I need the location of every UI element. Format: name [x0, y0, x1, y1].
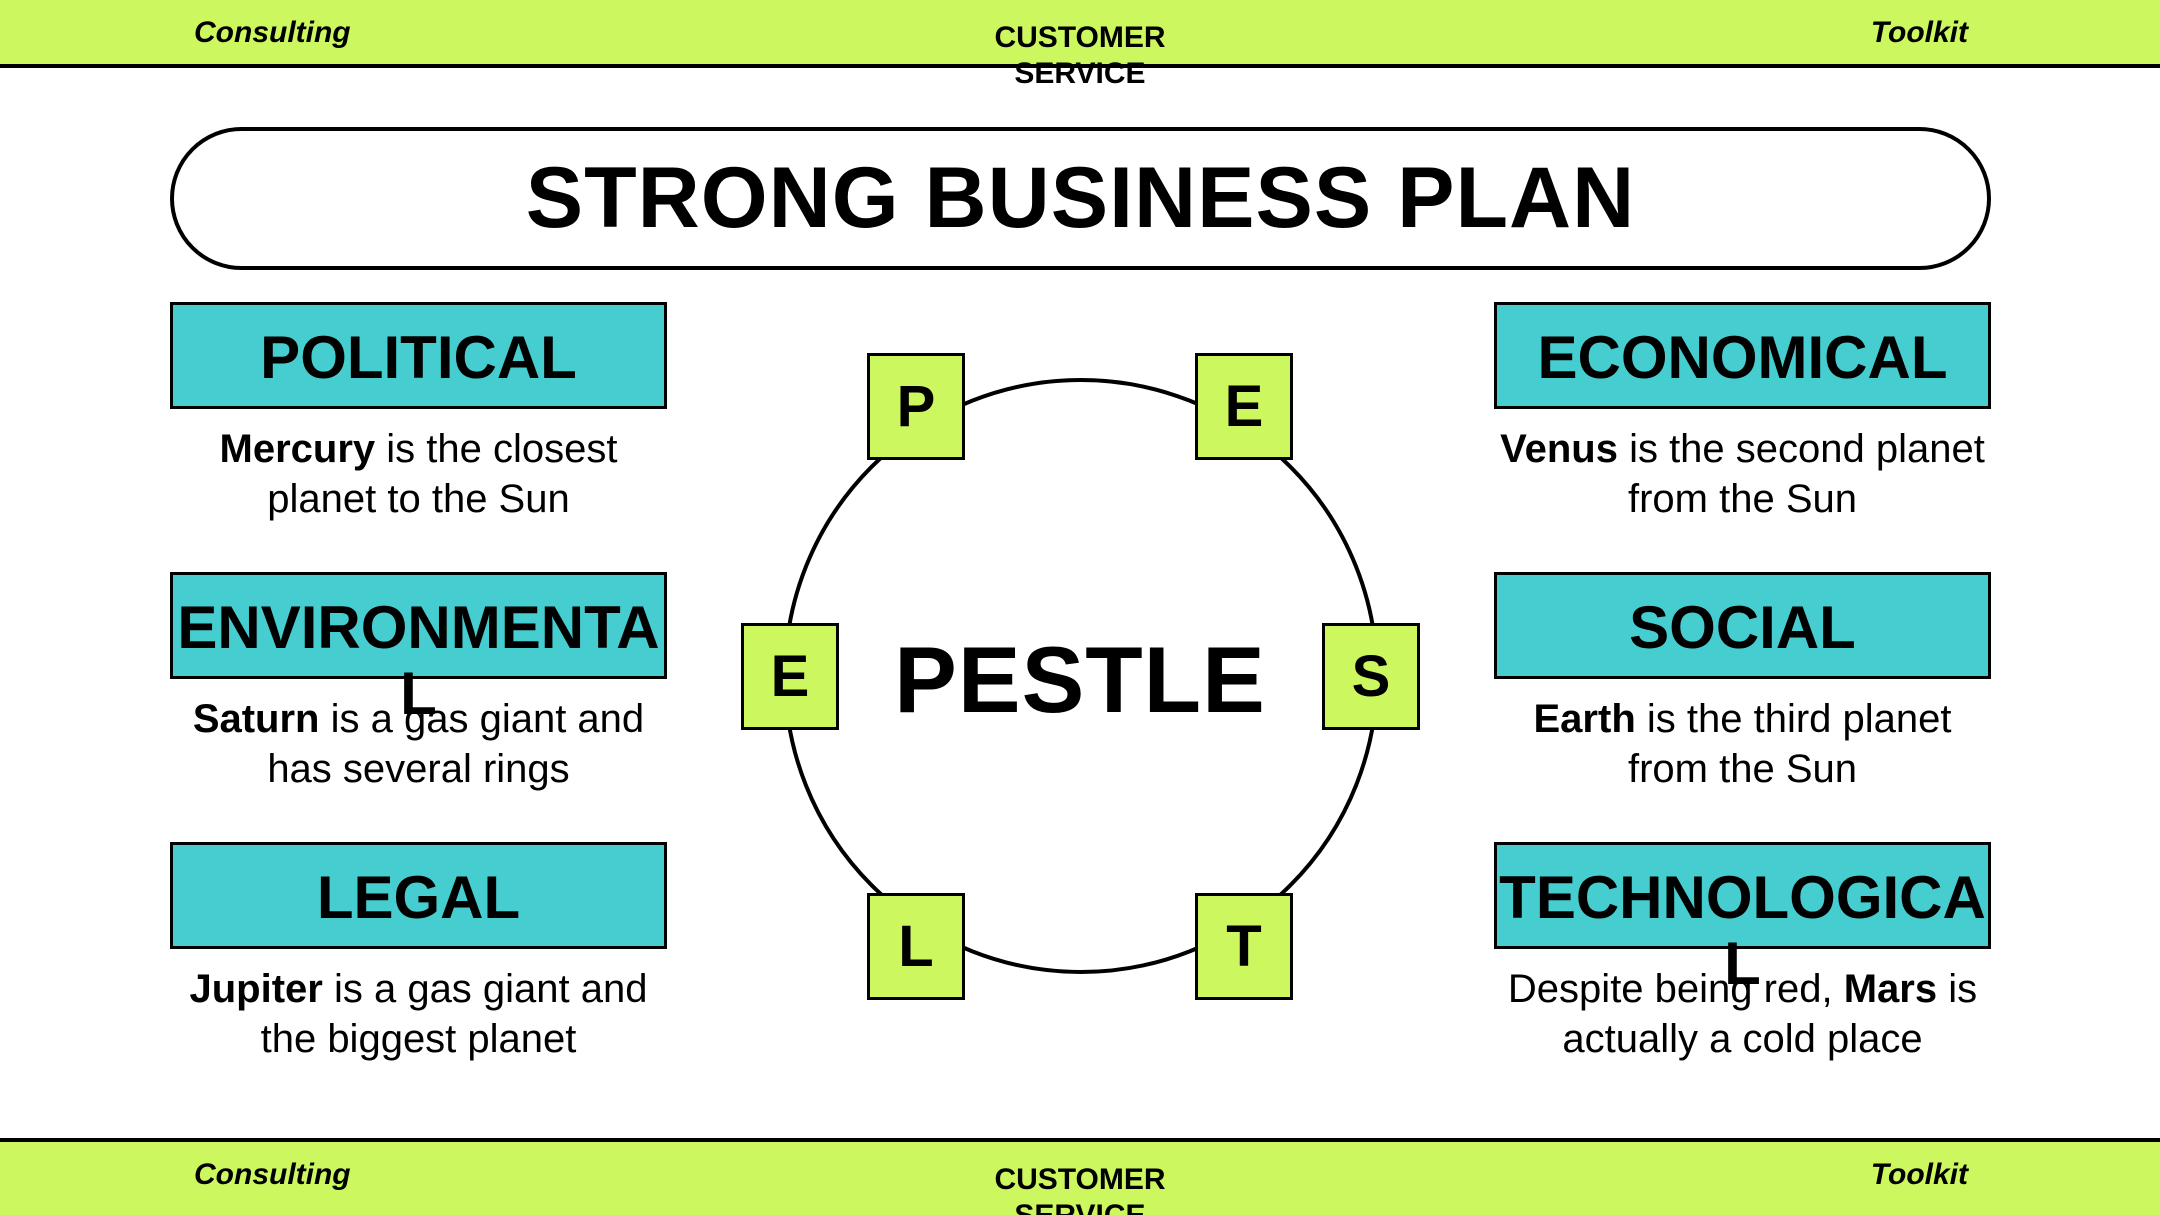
letter-e-top-box: E	[1195, 353, 1293, 460]
footer-bar: Consulting CUSTOMER SERVICE Toolkit	[0, 1138, 2160, 1215]
political-description: Mercury is the closest planet to the Sun	[170, 424, 667, 524]
letter-s-box: S	[1322, 623, 1420, 730]
legal-description: Jupiter is a gas giant and the biggest p…	[170, 964, 667, 1064]
social-description: Earth is the third planet from the Sun	[1494, 694, 1991, 794]
legal-desc-bold: Jupiter	[189, 967, 323, 1011]
technological-description: Despite being red, Mars is actually a co…	[1494, 964, 1991, 1064]
letter-l-box: L	[867, 893, 965, 1000]
social-desc-rest: is the third planet from the Sun	[1627, 697, 1952, 791]
political-desc-rest: is the closest planet to the Sun	[267, 427, 618, 521]
footer-center-text: CUSTOMER SERVICE	[994, 1163, 1166, 1215]
political-desc-bold: Mercury	[219, 427, 376, 471]
footer-right-text: Toolkit	[1870, 1158, 1968, 1191]
social-label: SOCIAL	[1494, 572, 1991, 679]
pestle-center-label: PESTLE	[894, 627, 1266, 732]
letter-t-box: T	[1195, 893, 1293, 1000]
economical-desc-rest: is the second planet from the Sun	[1617, 427, 1985, 521]
political-label: POLITICAL	[170, 302, 667, 409]
environmental-label: ENVIRONMENTAL	[170, 572, 667, 727]
economical-desc-bold: Venus	[1500, 427, 1618, 471]
technological-desc-pre: Despite being red,	[1507, 967, 1844, 1011]
environmental-desc-bold: Saturn	[192, 697, 320, 741]
letter-p-box: P	[867, 353, 965, 460]
environmental-desc-rest: is a gas giant and has several rings	[267, 697, 645, 791]
legal-desc-rest: is a gas giant and the biggest planet	[260, 967, 648, 1061]
header-right-text: Toolkit	[1870, 16, 1968, 49]
footer-left-text: Consulting	[194, 1158, 351, 1191]
social-desc-bold: Earth	[1533, 697, 1636, 741]
economical-label: ECONOMICAL	[1494, 302, 1991, 409]
legal-label: LEGAL	[170, 842, 667, 949]
environmental-description: Saturn is a gas giant and has several ri…	[170, 694, 667, 794]
technological-desc-rest: is actually a cold place	[1562, 967, 1978, 1061]
page-title: STRONG BUSINESS PLAN	[170, 127, 1991, 270]
header-bar: Consulting CUSTOMER SERVICE Toolkit	[0, 0, 2160, 90]
letter-e-left-box: E	[741, 623, 839, 730]
economical-description: Venus is the second planet from the Sun	[1494, 424, 1991, 524]
technological-desc-bold: Mars	[1843, 967, 1938, 1011]
technological-label: TECHNOLOGICAL	[1494, 842, 1991, 997]
header-left-text: Consulting	[194, 16, 351, 49]
header-center-text: CUSTOMER SERVICE	[994, 21, 1166, 90]
